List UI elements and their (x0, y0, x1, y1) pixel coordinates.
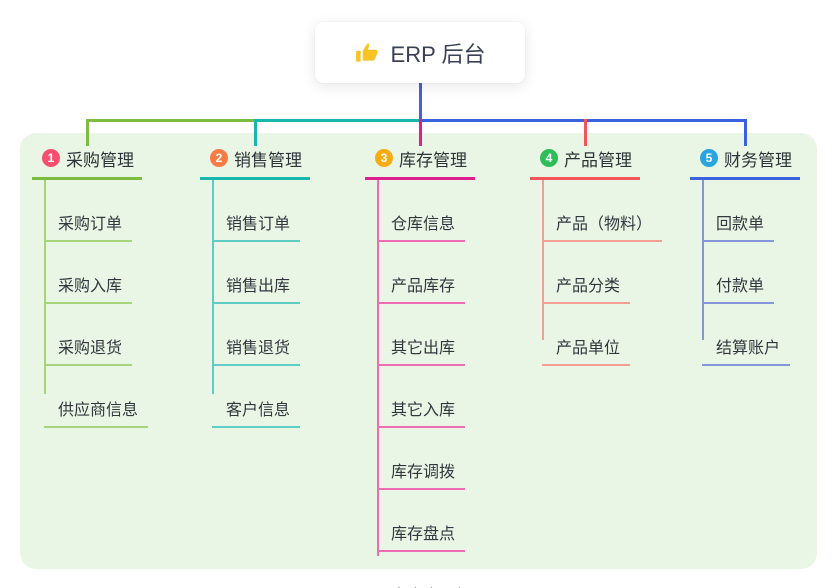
connector-line (85, 119, 89, 146)
branch-badge: 3 (375, 149, 393, 167)
branch-badge: 1 (42, 149, 60, 167)
branch-badge: 2 (210, 149, 228, 167)
branch-title-1[interactable]: 1 采购管理 (32, 146, 142, 180)
branch-label: 财务管理 (724, 150, 792, 170)
branch-children: 销售订单销售出库销售退货客户信息 (212, 180, 301, 428)
branch-label: 采购管理 (66, 150, 134, 170)
child-node[interactable]: 销售出库 (212, 242, 301, 304)
branch-label: 销售管理 (234, 150, 302, 170)
child-node[interactable]: 产品单位 (542, 304, 631, 366)
child-node[interactable]: 回款单 (702, 180, 775, 242)
branch-stem-line (212, 180, 214, 394)
child-node[interactable]: 付款单 (702, 242, 775, 304)
child-node[interactable]: 采购退货 (44, 304, 133, 366)
branch-children: 回款单付款单结算账户 (702, 180, 791, 366)
child-node[interactable]: 客户信息 (212, 366, 301, 428)
child-node[interactable]: 产品库存 (377, 242, 466, 304)
branch-title-4[interactable]: 4 产品管理 (530, 146, 640, 180)
branch-title-3[interactable]: 3 库存管理 (365, 146, 475, 180)
child-node[interactable]: 库存调拨 (377, 428, 466, 490)
connector-line (583, 119, 587, 146)
branch-badge: 5 (700, 149, 718, 167)
child-node[interactable]: 销售退货 (212, 304, 301, 366)
branch-title-5[interactable]: 5 财务管理 (690, 146, 800, 180)
branch-badge: 4 (540, 149, 558, 167)
branch-stem-line (44, 180, 46, 394)
mindmap-panel (20, 133, 817, 569)
branch-label: 库存管理 (399, 150, 467, 170)
child-node[interactable]: 产品分类 (542, 242, 631, 304)
child-node[interactable]: 仓库信息 (377, 180, 466, 242)
child-node[interactable]: 其它出库 (377, 304, 466, 366)
branch-label: 产品管理 (564, 150, 632, 170)
connector-line (743, 119, 747, 146)
connector-line (418, 119, 422, 146)
child-node[interactable]: 产品（物料） (542, 180, 663, 242)
root-label: ERP 后台 (390, 41, 486, 67)
branch-title-2[interactable]: 2 销售管理 (200, 146, 310, 180)
child-node[interactable]: 其它入库 (377, 366, 466, 428)
branch-stem-line (702, 180, 704, 340)
child-node[interactable]: 采购订单 (44, 180, 133, 242)
connector-line (253, 119, 419, 122)
thumbs-up-icon (355, 40, 381, 66)
branch-stem-line (542, 180, 544, 340)
connector-line (418, 119, 747, 122)
connector-line (85, 119, 254, 122)
connector-line (253, 119, 257, 146)
child-node[interactable]: 库存盘点 (377, 490, 466, 552)
root-node[interactable]: ERP 后台 (315, 22, 525, 83)
child-node[interactable]: 供应商信息 (44, 366, 149, 428)
child-node[interactable]: 销售订单 (212, 180, 301, 242)
branch-children: 仓库信息产品库存其它出库其它入库库存调拨库存盘点出库库明细 (377, 180, 481, 588)
child-node[interactable]: 出库库明细 (377, 552, 481, 588)
root-connector-line (418, 83, 422, 119)
branch-children: 产品（物料）产品分类产品单位 (542, 180, 663, 366)
branch-stem-line (377, 180, 379, 556)
branch-children: 采购订单采购入库采购退货供应商信息 (44, 180, 149, 428)
child-node[interactable]: 结算账户 (702, 304, 791, 366)
child-node[interactable]: 采购入库 (44, 242, 133, 304)
